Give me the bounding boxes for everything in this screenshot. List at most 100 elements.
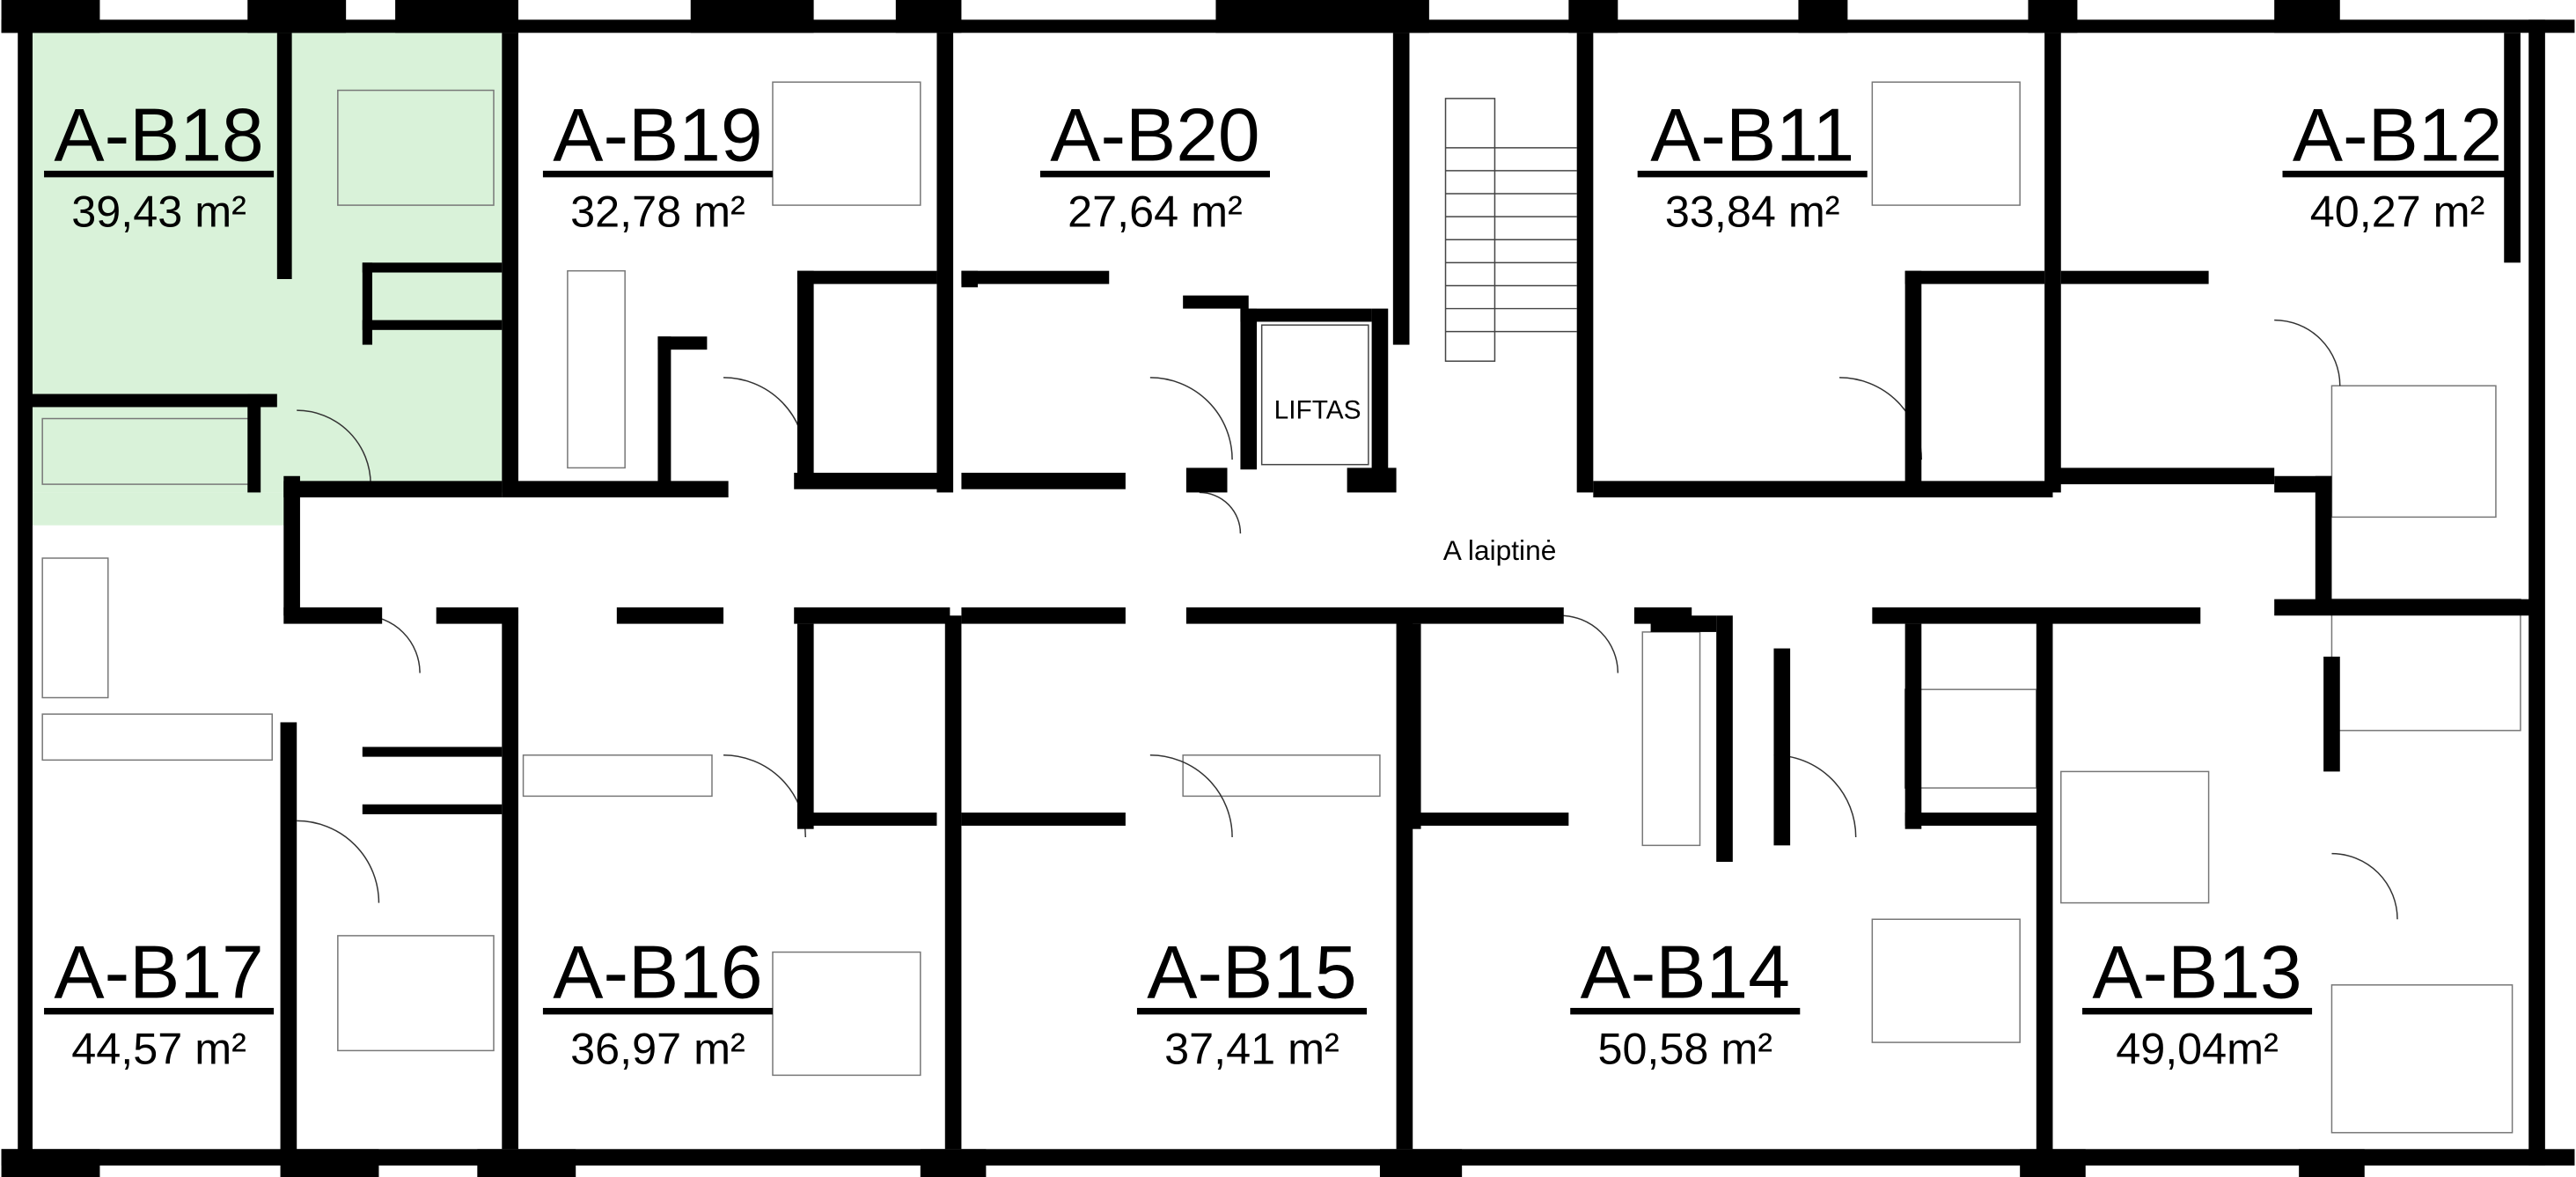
wall [920,1149,987,1177]
wall [1,0,100,33]
apartment-number[interactable]: A-B15 [1147,931,1356,1015]
apartment-area-fill[interactable] [31,29,503,493]
apartment-a-b15[interactable] [944,615,1397,1144]
wall [31,394,277,408]
wall [395,0,518,33]
furniture [41,713,273,761]
wall [961,473,1126,489]
wall [18,19,33,1166]
apartment-number[interactable]: A-B13 [2092,931,2301,1015]
wall [2036,615,2053,1158]
furniture [567,269,626,469]
wall [1576,33,1594,493]
lift-shaft [1260,324,1369,466]
wall [794,473,950,489]
apartment-a-b16[interactable] [502,615,945,1144]
wall [2299,1149,2365,1177]
apartment-a-b20[interactable] [944,29,1184,493]
apartment-area-fill[interactable] [502,29,945,493]
apartment-a-b13[interactable] [2044,615,2537,1144]
wall [1240,308,1258,470]
wall [283,607,383,624]
wall [276,33,292,280]
apartment-area: 40,27 m² [2310,186,2485,236]
apartment-a-b17[interactable] [31,615,503,1144]
apartment-area-fill[interactable] [502,615,945,1144]
door-swing [297,409,371,485]
wall [1183,295,1249,309]
apartment-number[interactable]: A-B19 [553,93,762,178]
apartment-area-fill[interactable] [31,615,503,1144]
furniture [337,935,495,1052]
stair-flight [1444,98,1496,362]
apartment-number[interactable]: A-B17 [54,931,263,1015]
wall [1568,0,1618,33]
wall [362,804,503,814]
apartment-a-b19[interactable] [502,29,945,493]
furniture [1871,81,2021,206]
apartment-number[interactable]: A-B20 [1050,93,1259,178]
wall [502,33,518,493]
label-underline [2282,170,2513,178]
wall [1379,1149,1463,1177]
wall [1650,615,1717,632]
door-swing [297,820,380,903]
label-underline [1039,170,1270,178]
furniture [2330,385,2497,519]
apartment-area-fill[interactable] [944,615,1397,1144]
wall [2052,467,2275,485]
apartment-area-fill[interactable] [1593,29,2053,493]
wall [1,1149,2575,1166]
wall [1185,467,1228,493]
wall [1185,607,1564,624]
apartment-area: 33,84 m² [1665,186,1840,236]
wall [283,481,503,498]
wall [1404,623,1421,829]
apartment-a-b18[interactable] [31,29,503,526]
apartment-number[interactable]: A-B14 [1581,931,1790,1015]
wall [2044,33,2061,493]
label-underline [44,1007,275,1015]
apartment-number[interactable]: A-B16 [553,931,762,1015]
wall [2323,656,2340,772]
furniture [2060,770,2210,904]
wall [1904,270,2045,284]
apartment-number[interactable]: A-B12 [2293,93,2502,178]
apartment-number[interactable]: A-B11 [1650,93,1854,178]
wall [895,0,962,33]
label-underline [2082,1007,2313,1015]
apartment-number[interactable]: A-B18 [54,93,263,178]
label-underline [542,1007,773,1015]
door-swing [1773,754,1857,838]
wall [362,320,503,330]
door-swing [2274,319,2341,386]
wall [961,607,1126,624]
apartment-a-b11[interactable] [1593,29,2053,493]
furniture [2330,984,2514,1134]
wall [280,1149,379,1177]
wall [247,394,261,493]
wall [1,1149,100,1177]
apartment-area-fill[interactable] [2044,615,2537,1144]
wall [1904,270,1922,485]
door-swing [1149,377,1233,460]
wall [247,0,347,33]
label-underline [1136,1007,1368,1015]
wall [796,623,814,829]
apartment-area: 37,41 m² [1164,1023,1339,1073]
furniture [522,754,713,798]
apartment-area: 44,57 m² [71,1023,246,1073]
wall [1593,481,2053,498]
wall [794,607,950,624]
wall [2315,475,2332,607]
door-swing [1560,614,1619,673]
furniture [1182,754,1381,798]
wall [936,33,954,493]
door-swing [2331,852,2398,920]
wall [2060,270,2209,284]
wall [961,270,1110,284]
wall [616,607,724,624]
apartment-area-fill[interactable] [944,29,1184,493]
label-underline [542,170,773,178]
